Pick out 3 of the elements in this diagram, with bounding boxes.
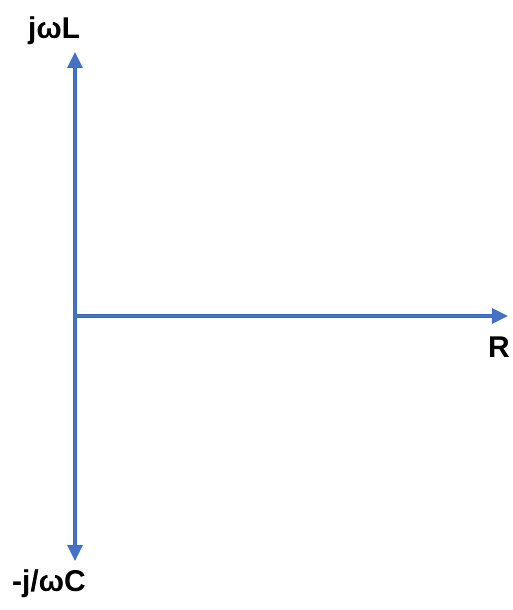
axis-label: jωL xyxy=(28,14,80,44)
axis-label: R xyxy=(488,333,510,363)
axis-label: -j/ωC xyxy=(12,567,86,597)
